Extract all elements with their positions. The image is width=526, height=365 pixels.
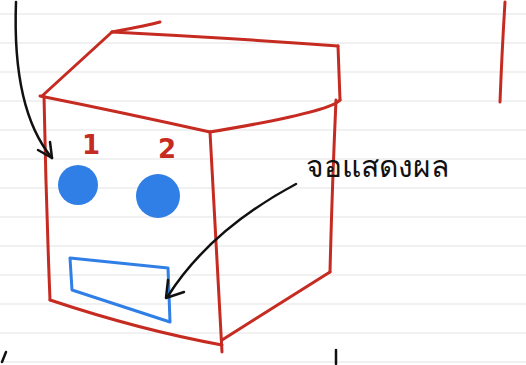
display-screen [70,258,170,322]
callout-number: 1 [82,132,100,158]
buttons [58,165,180,218]
ruled-lines [0,14,526,362]
annotation-text: จอแสดงผล [306,152,449,182]
callout-number: 2 [158,136,176,162]
leader-arrows [2,2,336,364]
cube-outline [40,2,505,352]
